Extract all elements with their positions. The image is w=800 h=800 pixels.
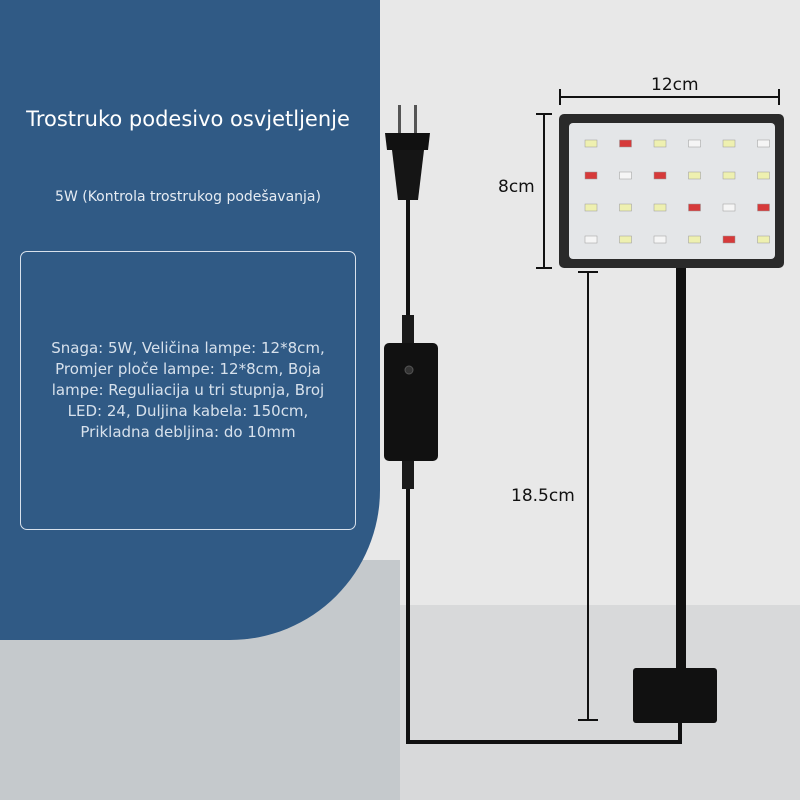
arm-length-label: 18.5cm [511, 486, 575, 506]
led [584, 235, 598, 244]
led [757, 139, 770, 148]
led [757, 171, 770, 180]
led [722, 203, 736, 212]
title: Trostruko podesivo osvjetljenje [26, 107, 350, 131]
led [619, 203, 632, 212]
led [722, 139, 736, 148]
lamp-head [559, 114, 784, 268]
controller-switch [384, 315, 438, 489]
led [619, 235, 632, 244]
led [688, 203, 701, 212]
led [688, 139, 701, 148]
height-label: 8cm [498, 177, 535, 197]
led [688, 171, 701, 180]
led [722, 235, 736, 244]
power-cable [406, 190, 682, 744]
subtitle: 5W (Kontrola trostrukog podešavanja) [55, 189, 321, 205]
led [653, 203, 667, 212]
led [722, 171, 736, 180]
led [619, 171, 632, 180]
led [653, 235, 667, 244]
led [653, 139, 667, 148]
lamp-arm [676, 265, 686, 675]
led [688, 235, 701, 244]
led [757, 203, 770, 212]
plug-icon [385, 105, 430, 200]
led [619, 139, 632, 148]
led [757, 235, 770, 244]
led [584, 171, 598, 180]
spec-box: Snaga: 5W, Veličina lampe: 12*8cm, Promj… [20, 251, 356, 530]
led [653, 171, 667, 180]
specifications-text: Snaga: 5W, Veličina lampe: 12*8cm, Promj… [51, 339, 325, 441]
info-panel: Trostruko podesivo osvjetljenje 5W (Kont… [0, 0, 380, 640]
dimension-lines [536, 89, 780, 721]
clamp [633, 668, 717, 723]
width-label: 12cm [651, 75, 699, 95]
led [584, 203, 598, 212]
led [584, 139, 598, 148]
